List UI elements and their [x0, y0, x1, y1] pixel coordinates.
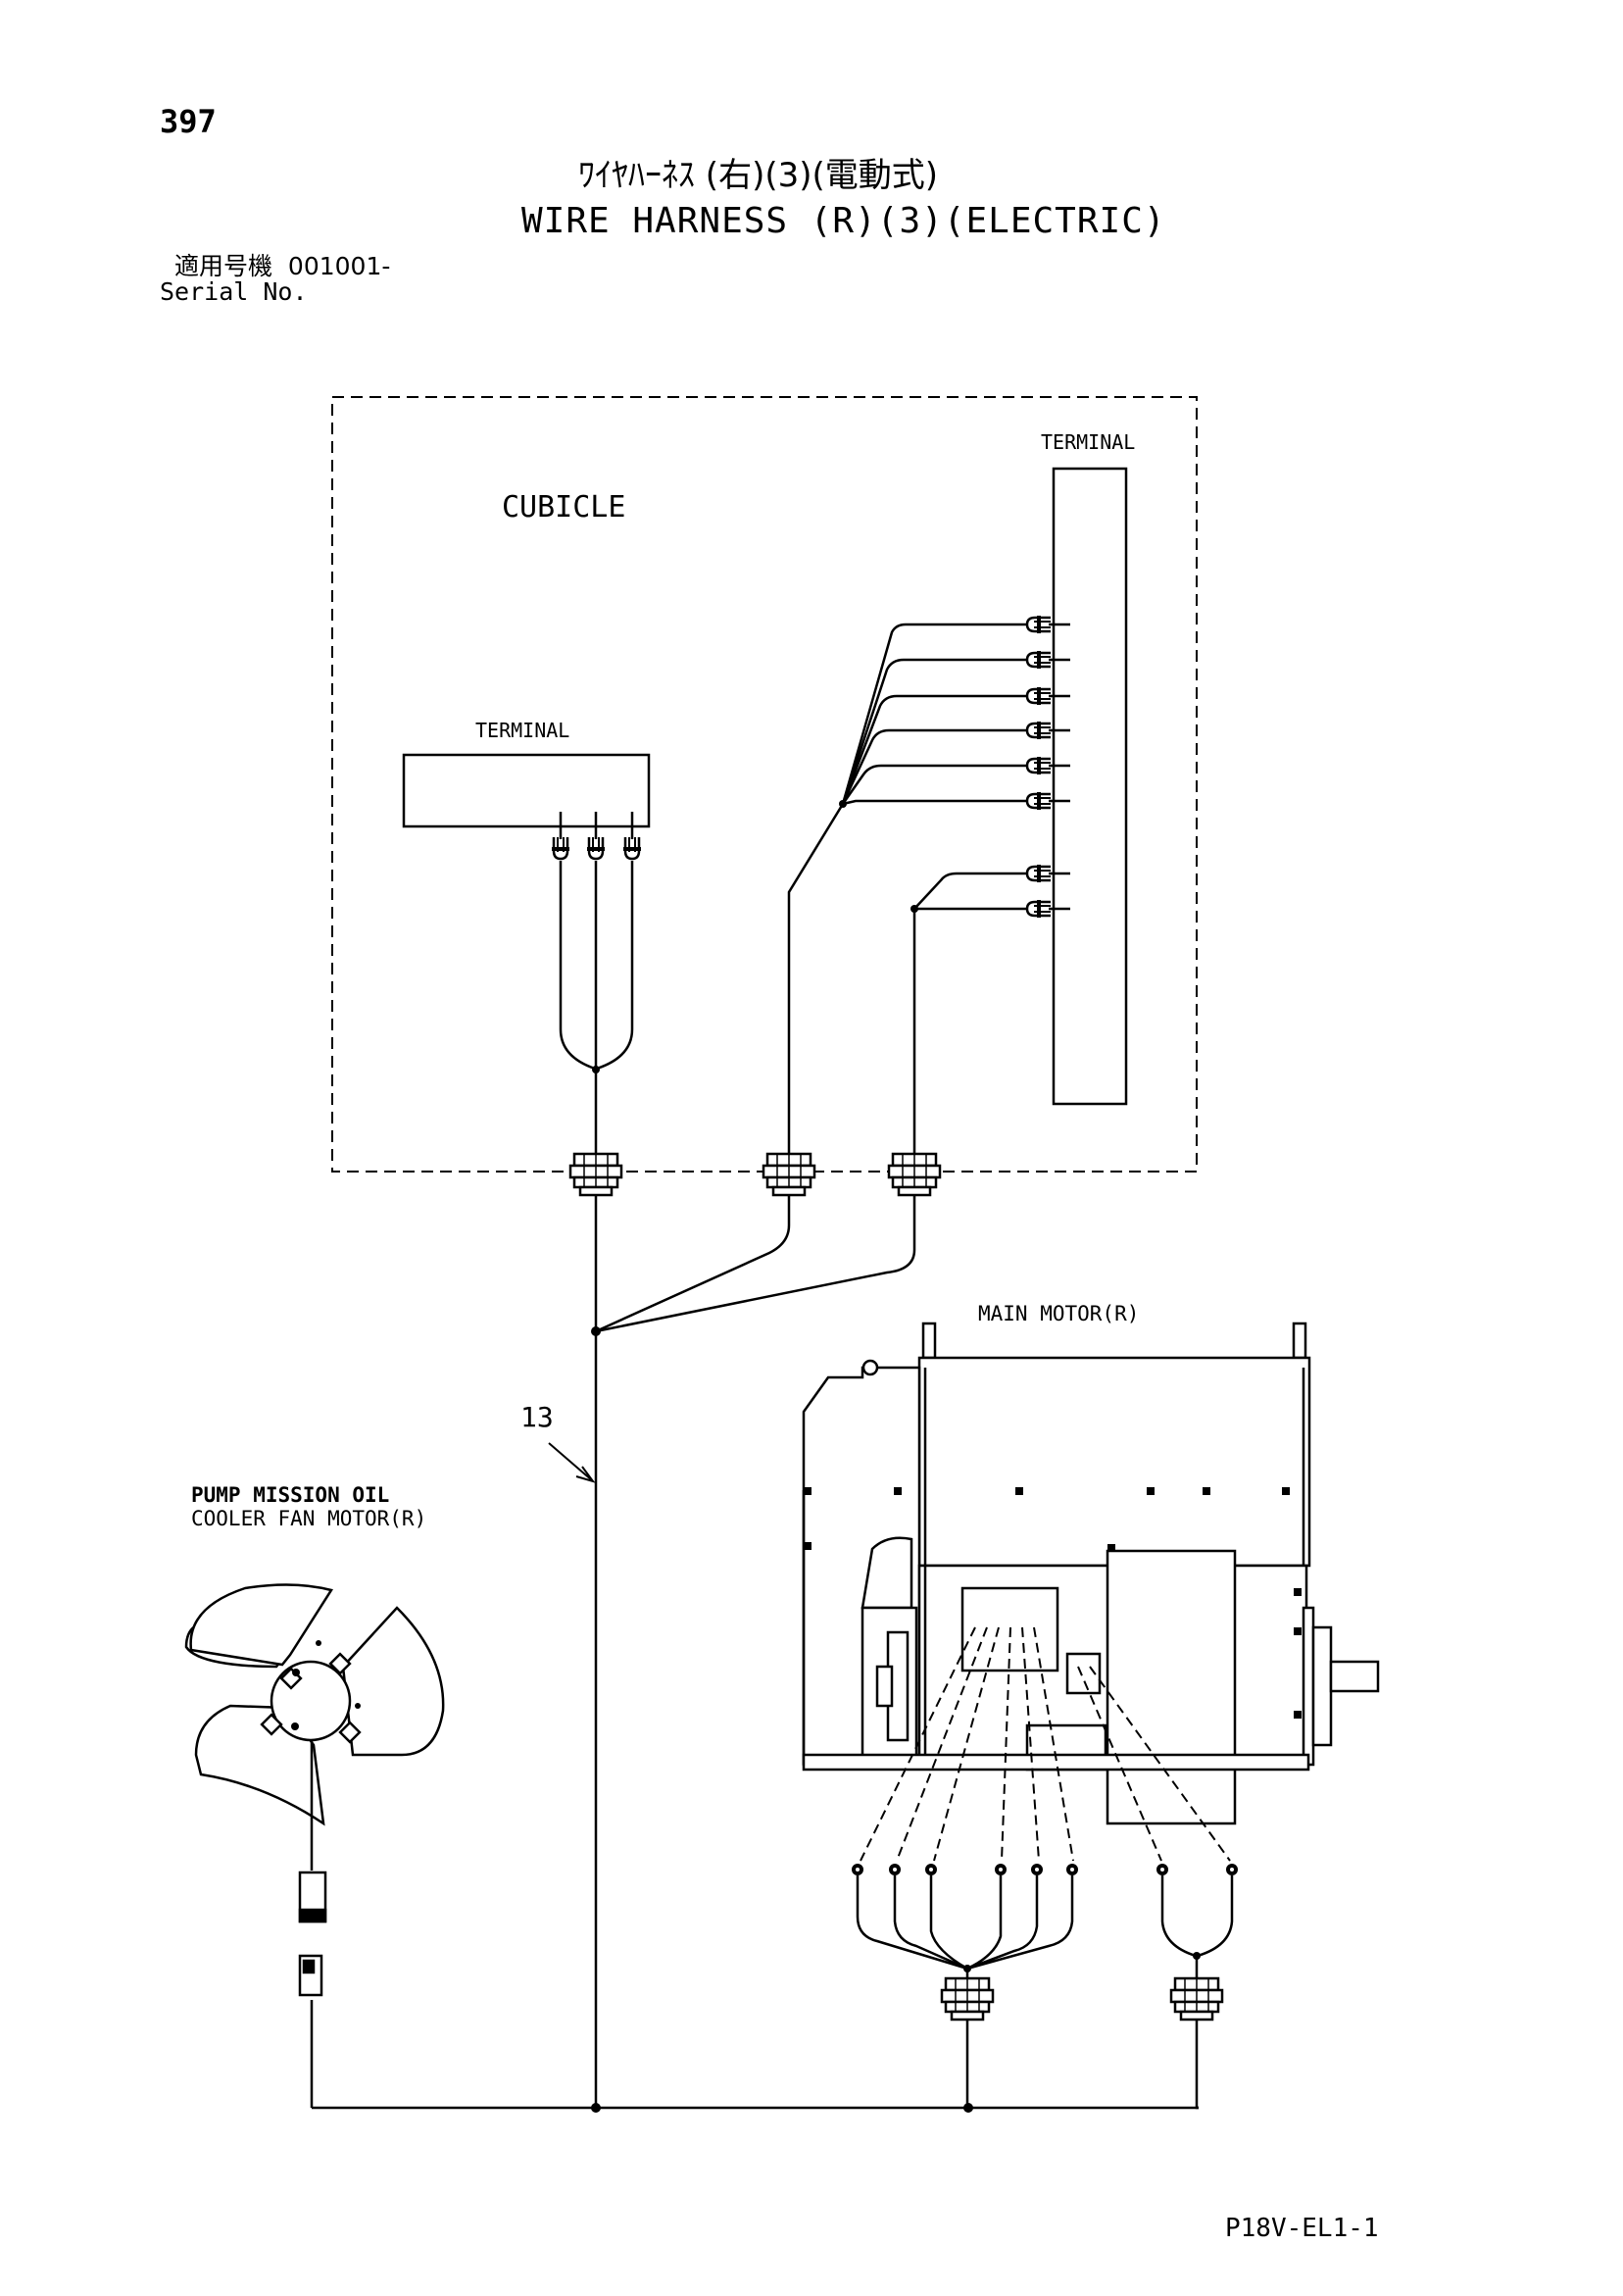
- motor-gland-1: [940, 1976, 995, 2021]
- title-japanese: ﾜｲﾔﾊｰﾈｽ (右)(3)(電動式): [578, 156, 939, 195]
- fan-motor-label-line2: COOLER FAN MOTOR(R): [191, 1507, 426, 1530]
- ring-terminal-6: [1064, 1862, 1080, 1885]
- motor-leads-group-a: [856, 1883, 1074, 1978]
- fork-terminal-r5: [1025, 755, 1053, 776]
- fan-connector-female: [298, 1954, 323, 1997]
- terminal-right-studs: [1049, 623, 1070, 911]
- terminal-left-block: [402, 753, 651, 828]
- main-motor-bolts: [804, 1487, 1302, 1719]
- harness-trunk: [312, 1195, 1199, 2110]
- terminal-right-block: [1052, 467, 1128, 1106]
- fork-terminal-3: [621, 835, 643, 861]
- serial-label-jp: 適用号機: [174, 252, 273, 280]
- fork-terminal-1: [550, 835, 571, 861]
- fan-motor-label-line1: PUMP MISSION OIL: [191, 1483, 389, 1507]
- ring-terminal-1: [850, 1862, 865, 1885]
- ring-terminal-3: [923, 1862, 939, 1885]
- wires-right-group-b: [912, 872, 1027, 1165]
- fork-terminal-r1: [1025, 614, 1053, 635]
- ring-terminal-8: [1224, 1862, 1240, 1885]
- fan-motor-graphic: [184, 1583, 445, 1826]
- wires-left-terminal: [559, 861, 634, 1165]
- fork-terminal-r8: [1025, 898, 1053, 920]
- terminal-left-label: TERMINAL: [475, 719, 569, 742]
- motor-internal-leads: [860, 1626, 1231, 1862]
- fork-terminal-r4: [1025, 720, 1053, 741]
- serial-label-en: Serial No.: [160, 277, 308, 306]
- cubicle-gland-1: [568, 1152, 623, 1197]
- fork-terminal-r7: [1025, 863, 1053, 884]
- cubicle-label: CUBICLE: [502, 490, 625, 524]
- motor-leads-group-b: [1160, 1883, 1234, 1978]
- wires-right-group-a: [787, 623, 1027, 1165]
- page-number: 397: [160, 103, 217, 140]
- fan-connector-male: [298, 1871, 327, 1923]
- fork-terminal-r2: [1025, 649, 1053, 671]
- motor-gland-2: [1169, 1976, 1224, 2021]
- cubicle-gland-3: [887, 1152, 942, 1197]
- footer-code: P18V-EL1-1: [1225, 2214, 1379, 2243]
- terminal-right-label: TERMINAL: [1041, 430, 1135, 454]
- main-motor-graphic: [802, 1322, 1380, 1825]
- fork-terminal-2: [585, 835, 607, 861]
- motor-gland-leads: [965, 2020, 1199, 2110]
- fork-terminal-r3: [1025, 685, 1053, 707]
- ring-terminal-4: [993, 1862, 1008, 1885]
- ring-terminal-5: [1029, 1862, 1045, 1885]
- cubicle-gland-2: [762, 1152, 816, 1197]
- fork-terminal-r6: [1025, 790, 1053, 812]
- part-callout-13: 13: [520, 1401, 554, 1433]
- ring-terminal-7: [1155, 1862, 1170, 1885]
- terminal-left-connections: [559, 812, 634, 839]
- title-english: WIRE HARNESS (R)(3)(ELECTRIC): [521, 201, 1166, 241]
- callout-leader: [548, 1442, 596, 1483]
- serial-value: 001001-: [287, 252, 391, 280]
- ring-terminal-2: [887, 1862, 903, 1885]
- serial-line-japanese: 適用号機 001001-: [174, 254, 390, 278]
- main-motor-label: MAIN MOTOR(R): [978, 1302, 1139, 1325]
